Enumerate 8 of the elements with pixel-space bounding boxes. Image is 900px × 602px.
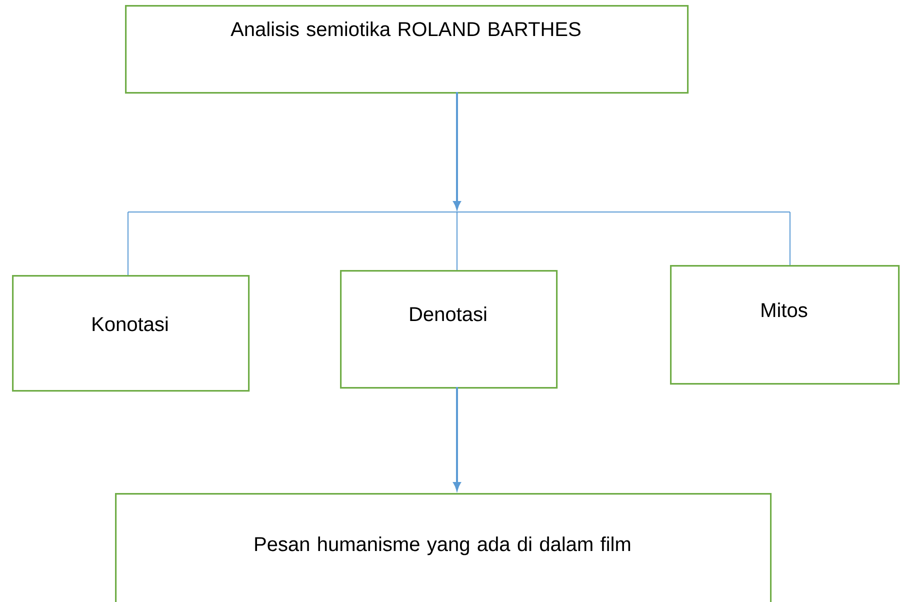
process-box: Analisis semiotika ROLAND BARTHES (125, 5, 689, 94)
process-box: Denotasi (340, 270, 558, 389)
process-box: Pesan humanisme yang ada di dalam film (115, 493, 772, 602)
arrow (453, 92, 461, 210)
connector-line (456, 212, 458, 270)
arrow (453, 387, 461, 490)
process-box: Mitos (670, 265, 900, 385)
process-box: Konotasi (12, 275, 250, 392)
